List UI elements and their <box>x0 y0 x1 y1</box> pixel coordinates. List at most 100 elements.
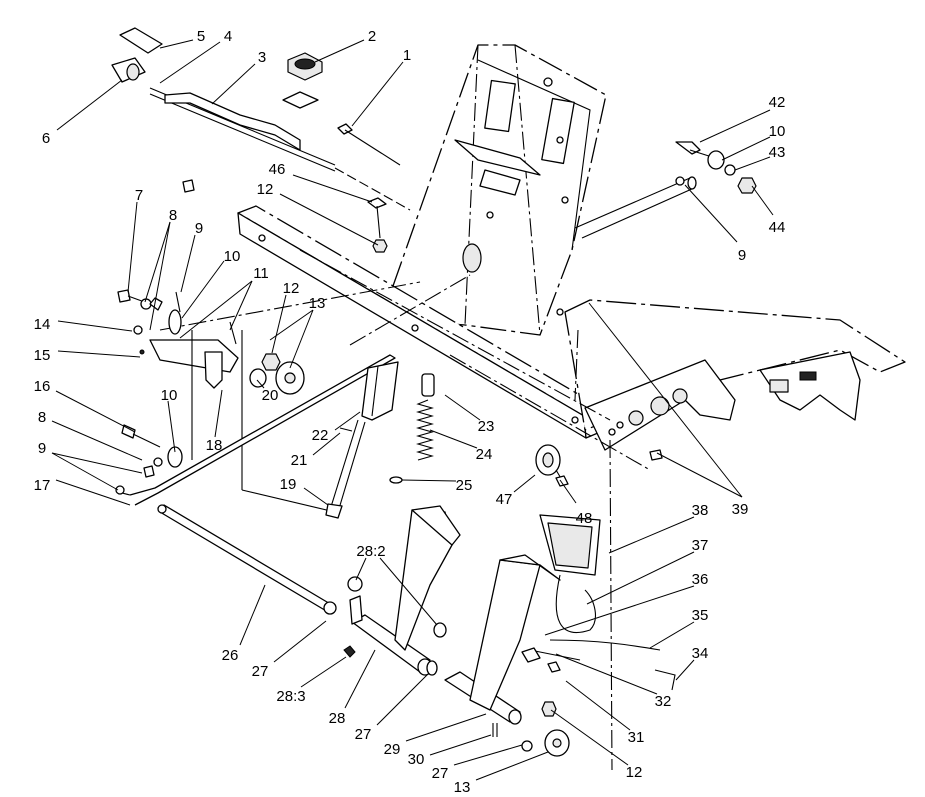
leader-line-c11 <box>179 280 253 339</box>
leader-line-c13a2 <box>269 309 314 341</box>
callout-label-c28s: 28:2 <box>356 543 385 560</box>
leader-line-c10c <box>721 136 771 161</box>
callout-label-c31: 31 <box>628 729 645 746</box>
lower-shaft <box>157 504 337 615</box>
callout-label-c37: 37 <box>692 537 709 554</box>
callout-label-c34: 34 <box>692 645 709 662</box>
callout-label-c5: 5 <box>197 28 205 45</box>
leader-line-c25 <box>401 479 457 482</box>
leader-line-c5 <box>159 39 194 49</box>
leader-line-c39 <box>588 302 743 498</box>
leader-line-c6 <box>56 79 123 131</box>
callout-label-c4: 4 <box>224 28 232 45</box>
callout-label-c18: 18 <box>206 437 223 454</box>
callout-label-c48: 48 <box>576 510 593 527</box>
leader-line-c28 <box>344 649 376 709</box>
callout-label-c23: 23 <box>478 418 495 435</box>
callout-label-c9c: 9 <box>738 247 746 264</box>
leader-line-c9b <box>51 452 143 474</box>
leader-line-c10a <box>181 260 225 319</box>
leader-line-c42 <box>699 109 771 143</box>
callout-label-c10c: 10 <box>769 123 786 140</box>
callout-label-c20: 20 <box>262 387 279 404</box>
leader-line-c21 <box>312 432 341 456</box>
callout-label-c7: 7 <box>135 187 143 204</box>
leader-line-c10b <box>167 400 176 453</box>
pulley-bracket <box>535 444 663 487</box>
callout-label-c21: 21 <box>291 452 308 469</box>
leader-line-c12c <box>550 709 629 766</box>
callout-label-c27c: 27 <box>432 765 449 782</box>
leader-line-c37 <box>586 551 695 605</box>
leader-line-c43 <box>734 156 771 171</box>
leader-line-c9b2 <box>51 452 119 491</box>
leader-line-c26 <box>239 584 266 646</box>
callout-label-c36: 36 <box>692 571 709 588</box>
leader-line-c48 <box>559 479 577 504</box>
callout-label-c30: 30 <box>408 751 425 768</box>
callout-label-c17: 17 <box>34 477 51 494</box>
callout-label-c43: 43 <box>769 144 786 161</box>
callout-label-c11: 11 <box>253 265 269 282</box>
callout-label-c39: 39 <box>732 501 749 518</box>
callout-label-c28t: 28:3 <box>276 688 305 705</box>
leader-line-c22 <box>334 411 361 431</box>
callout-label-c16: 16 <box>34 378 51 395</box>
callout-label-c35: 35 <box>692 607 709 624</box>
callout-label-c14: 14 <box>34 316 51 333</box>
callout-label-c28: 28 <box>329 710 346 727</box>
leader-line-c16 <box>55 390 136 433</box>
leader-line-c28t <box>300 656 347 688</box>
leader-line-c14 <box>57 320 133 332</box>
leader-line-c9a <box>180 234 196 293</box>
callout-labels: 1234567891011124612131415161089171820192… <box>34 28 786 796</box>
callout-label-c47: 47 <box>496 491 513 508</box>
callout-label-c10a: 10 <box>224 248 241 265</box>
leader-line-c4 <box>159 41 221 84</box>
leader-line-c8b <box>51 420 143 461</box>
leader-line-c8a <box>144 221 171 303</box>
callout-label-c19: 19 <box>280 476 297 493</box>
leader-line-c27b <box>376 673 429 726</box>
callout-label-c26: 26 <box>222 647 239 664</box>
leader-line-c32 <box>555 653 658 695</box>
leader-line-c13a <box>289 309 314 369</box>
left-linkage <box>115 289 396 519</box>
leader-line-c34 <box>675 659 695 681</box>
leader-line-c31 <box>565 680 631 731</box>
leader-line-c3 <box>211 63 256 105</box>
leader-line-c30 <box>429 734 492 756</box>
callout-label-c10b: 10 <box>161 387 178 404</box>
callout-label-c8b: 8 <box>38 409 46 426</box>
leader-line-c18 <box>214 389 223 438</box>
callout-label-c42: 42 <box>769 94 786 111</box>
leader-line-c28s2 <box>379 557 438 626</box>
leader-line-c36 <box>544 585 695 636</box>
leader-line-c39b <box>656 452 743 498</box>
callout-label-c24: 24 <box>476 446 493 463</box>
leader-line-c20 <box>256 379 265 389</box>
callout-label-c3: 3 <box>258 49 266 66</box>
leader-line-c9c <box>684 184 738 243</box>
leader-line-c24 <box>429 429 478 449</box>
leader-line-c38 <box>608 516 695 554</box>
leader-line-c12b <box>271 294 287 354</box>
leader-line-c15 <box>57 350 141 358</box>
leader-line-c17 <box>55 479 131 506</box>
callout-label-c6: 6 <box>42 130 50 147</box>
leader-line-c1 <box>351 61 404 127</box>
callout-label-c15: 15 <box>34 347 51 364</box>
callout-label-c12a: 12 <box>257 181 274 198</box>
leader-line-c19 <box>303 487 329 506</box>
leader-line-c2 <box>314 39 365 63</box>
spring-assembly <box>361 361 435 484</box>
leader-line-c27a <box>273 620 327 663</box>
callout-label-c13b: 13 <box>454 779 471 796</box>
callout-label-c25: 25 <box>456 477 473 494</box>
callout-label-c2: 2 <box>368 28 376 45</box>
callout-label-c44: 44 <box>769 219 786 236</box>
leader-line-c11b <box>229 280 253 331</box>
callout-label-c38: 38 <box>692 502 709 519</box>
callout-label-c13a: 13 <box>309 295 326 312</box>
callout-leaders <box>51 39 774 781</box>
